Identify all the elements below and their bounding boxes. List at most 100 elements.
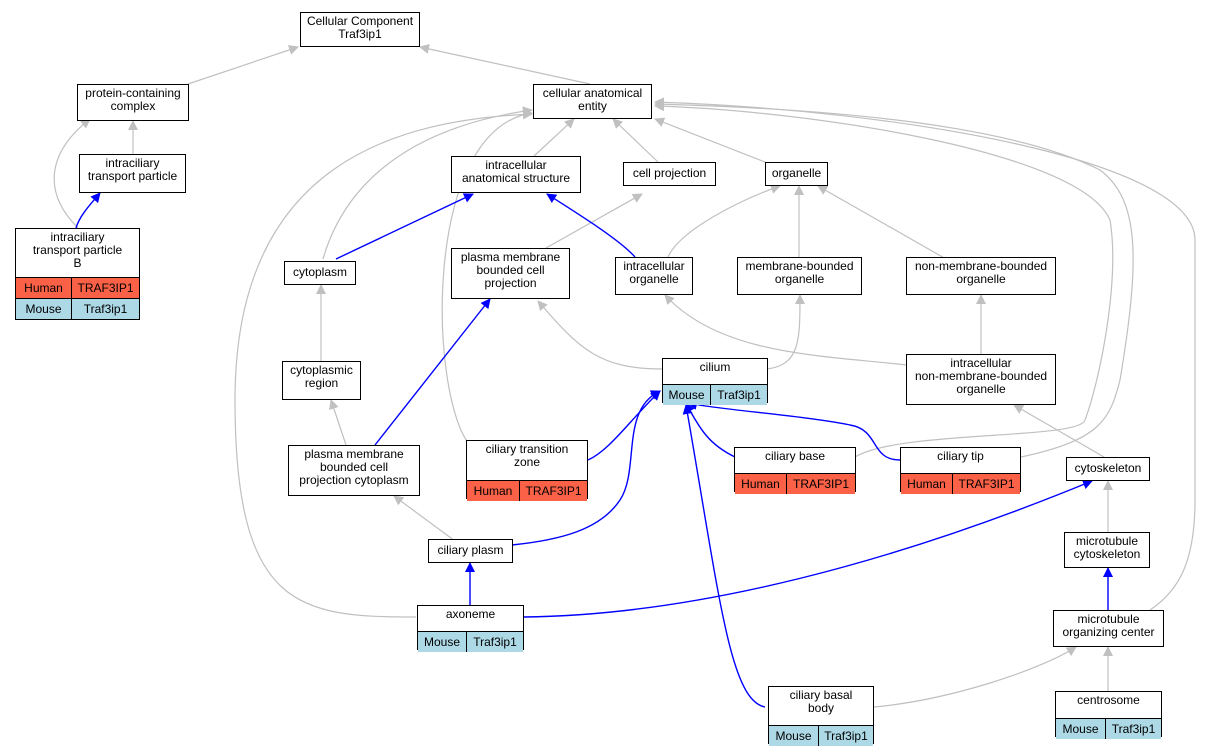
node-label: ciliary plasm [437, 543, 504, 557]
node-label: cytoskeleton [1074, 461, 1142, 475]
edge-cytoplasm-to-ics [335, 193, 474, 260]
edge-ico-to-ics [546, 193, 636, 258]
edge-cytoplasm-to-entity [322, 106, 533, 260]
node-centrosome[interactable]: centrosome Mouse Traf3ip1 [1055, 691, 1162, 739]
node-ciliary-base[interactable]: ciliary base Human TRAF3IP1 [734, 447, 856, 494]
gene-symbol: Traf3ip1 [473, 634, 517, 649]
gene-symbol: Traf3ip1 [717, 387, 761, 402]
gene-symbol: TRAF3IP1 [525, 483, 582, 498]
node-label: non-membrane-bounded organelle [914, 259, 1048, 286]
node-label: cellular anatomical entity [542, 86, 643, 113]
node-label: ciliary base [764, 449, 826, 463]
node-ciliary-transition-zone[interactable]: ciliary transition zone Human TRAF3IP1 [466, 440, 588, 501]
node-label: organelle [771, 166, 822, 180]
node-label: cilium [699, 360, 731, 374]
edge-base-to-entity [654, 101, 1114, 458]
species-label: Human [16, 278, 72, 298]
node-label: membrane-bounded organelle [745, 259, 854, 286]
node-label: axoneme [445, 607, 496, 621]
species-label: Mouse [663, 385, 711, 405]
edge-axoneme-to-cytoskeleton [523, 479, 1093, 618]
node-cytoplasmic-region[interactable]: cytoplasmic region [282, 361, 361, 400]
node-cytoplasm[interactable]: cytoplasm [284, 261, 356, 285]
species-label: Human [735, 474, 787, 494]
node-cytoskeleton[interactable]: cytoskeleton [1066, 457, 1150, 481]
node-label: cell projection [632, 166, 707, 180]
node-label: protein-containing complex [85, 86, 181, 113]
node-protein-containing-complex[interactable]: protein-containing complex [77, 84, 189, 121]
node-plasma-membrane-bounded-cell-projection-cytoplasm[interactable]: plasma membrane bounded cell projection … [288, 445, 420, 496]
node-cellular-anatomical-entity[interactable]: cellular anatomical entity [533, 84, 652, 119]
node-intracellular-organelle[interactable]: intracellular organelle [615, 257, 693, 295]
node-label: ciliary transition zone [485, 442, 569, 469]
gene-symbol: Traf3ip1 [1111, 721, 1156, 736]
edge-cilium-to-pmproj [537, 300, 664, 370]
edge-mtoc-to-entity [654, 97, 1196, 611]
annotation-edges [75, 192, 1113, 708]
node-label: microtubule organizing center [1062, 612, 1155, 639]
node-axoneme[interactable]: axoneme Mouse Traf3ip1 [417, 605, 524, 652]
node-intracellular-non-membrane-bounded-organelle[interactable]: intracellular non-membrane-bounded organ… [906, 354, 1056, 405]
node-non-membrane-bounded-organelle[interactable]: non-membrane-bounded organelle [906, 257, 1056, 295]
node-membrane-bounded-organelle[interactable]: membrane-bounded organelle [737, 257, 862, 295]
edge-ciliaryplasm-to-cilium [511, 390, 661, 546]
mouse-annotation-row: Mouse Traf3ip1 [16, 298, 139, 319]
edge-ctz-to-entity [441, 109, 533, 446]
node-label: intraciliary transport particle B [32, 230, 123, 270]
edge-pmproj-to-cellproj [545, 193, 643, 249]
species-label: Mouse [418, 632, 467, 652]
node-label: plasma membrane bounded cell projection [460, 250, 561, 290]
edge-basalbody-to-mtoc [873, 646, 1077, 708]
species-label: Mouse [16, 299, 72, 319]
edge-iftb-to-complex [53, 118, 91, 229]
edge-axoneme-to-entity [234, 109, 533, 618]
node-label: cytoplasmic region [290, 363, 353, 390]
edge-cilium-to-mbo [766, 294, 805, 370]
node-label: plasma membrane bounded cell projection … [299, 447, 409, 487]
edge-basalbody-to-cilium [682, 404, 766, 708]
mouse-annotation-row: Mouse Traf3ip1 [418, 631, 523, 652]
species-label: Human [901, 474, 953, 494]
node-ciliary-basal-body[interactable]: ciliary basal body Mouse Traf3ip1 [768, 686, 874, 746]
node-cell-projection[interactable]: cell projection [623, 162, 716, 186]
node-cilium[interactable]: cilium Mouse Traf3ip1 [662, 358, 768, 405]
mouse-annotation-row: Mouse Traf3ip1 [1056, 718, 1161, 739]
edge-entity-to-root [419, 44, 591, 85]
edge-ico-to-organelle [667, 184, 781, 258]
human-annotation-row: Human TRAF3IP1 [467, 480, 587, 501]
edge-tip-to-entity [654, 99, 1134, 458]
node-ciliary-tip[interactable]: ciliary tip Human TRAF3IP1 [900, 447, 1021, 494]
node-label: ciliary basal body [789, 688, 853, 715]
node-label: microtubule cytoskeleton [1073, 534, 1141, 561]
species-label: Mouse [769, 726, 819, 746]
node-microtubule-cytoskeleton[interactable]: microtubule cytoskeleton [1064, 532, 1150, 568]
species-label: Mouse [1056, 719, 1106, 739]
edge-pmpc-to-region [329, 399, 347, 446]
human-annotation-row: Human TRAF3IP1 [16, 277, 139, 298]
node-label: ciliary tip [937, 449, 984, 463]
node-label: intraciliary transport particle [87, 156, 178, 183]
node-organelle[interactable]: organelle [765, 162, 828, 186]
mouse-annotation-row: Mouse Traf3ip1 [663, 384, 767, 405]
human-annotation-row: Human TRAF3IP1 [901, 473, 1020, 494]
edge-icnmbo-to-ico [664, 294, 907, 366]
edge-pmpc-to-pmproj [374, 298, 491, 446]
node-intraciliary-transport-particle[interactable]: intraciliary transport particle [79, 154, 186, 193]
node-plasma-membrane-bounded-cell-projection[interactable]: plasma membrane bounded cell projection [451, 248, 570, 299]
edge-ctz-to-cilium [587, 390, 661, 461]
edge-cellproj-to-entity [612, 118, 659, 163]
edge-ics-to-entity [533, 118, 575, 157]
node-ciliary-plasm[interactable]: ciliary plasm [428, 539, 513, 563]
edge-ciliaryplasm-to-pmpc [393, 495, 456, 542]
edge-nmbo-to-organelle [817, 185, 947, 260]
node-intraciliary-transport-particle-b[interactable]: intraciliary transport particle B Human … [15, 228, 140, 320]
node-intracellular-anatomical-structure[interactable]: intracellular anatomical structure [451, 156, 581, 193]
node-cellular-component-root[interactable]: Cellular Component Traf3ip1 [300, 12, 420, 47]
node-label: centrosome [1077, 693, 1140, 707]
gene-symbol: Traf3ip1 [824, 728, 868, 743]
gene-symbol: TRAF3IP1 [77, 280, 134, 295]
node-microtubule-organizing-center[interactable]: microtubule organizing center [1053, 610, 1164, 647]
node-label: intracellular anatomical structure [461, 158, 571, 185]
node-label: cytoplasm [292, 265, 348, 279]
